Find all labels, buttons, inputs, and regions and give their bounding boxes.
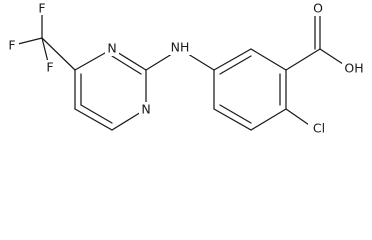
bond-pyr-c6-c5-double [80,104,113,124]
bond-bz-c1-c2-double [219,55,252,75]
atom-labels: F F F N N NH O OH [5,1,366,136]
bond-cf3-c-f-bottom [41,37,49,63]
bond-bz-c5-c6 [213,108,252,131]
atom-label-n-bottom: N [141,102,150,117]
atom-label-o-carbonyl: O [313,1,323,16]
atom-f-left: F [5,38,19,53]
atom-label-n-top: N [107,41,116,56]
chemical-structure-diagram: F F F N N NH O OH [5,0,366,136]
atom-oh: OH [342,60,366,76]
atom-label-f-left: F [8,38,15,53]
bond-bz-c1-c2 [213,48,252,71]
atom-o-carbonyl: O [311,1,325,16]
bond-cf3-c-ring [41,37,76,71]
atom-label-f-bottom: F [46,60,53,75]
atom-f-top: F [35,1,49,16]
bond-pyr-c6-c5 [74,108,113,131]
bond-bz-c4-c5 [250,108,287,131]
bond-bz-c5-c6-double [219,104,252,124]
bond-lines [17,11,347,131]
atom-label-oh: OH [344,61,363,76]
bond-bz-c2-c3 [250,48,287,71]
atom-label-f-top: F [38,1,45,16]
bond-cf3-c-f-left [17,37,43,45]
atom-nh: NH [169,39,191,55]
atom-n-bottom: N [139,102,153,117]
atom-f-bottom: F [43,60,57,75]
bond-bz-cl [285,108,313,128]
bond-bz-cooh-c [285,48,321,71]
atom-cl: Cl [308,120,330,136]
bond-cooh-c-oh [319,48,347,67]
atom-label-nh: NH [171,40,190,55]
bond-pyr-n3-c2-double [111,55,142,75]
atom-label-cl: Cl [313,121,325,136]
atom-n-top: N [105,41,119,56]
